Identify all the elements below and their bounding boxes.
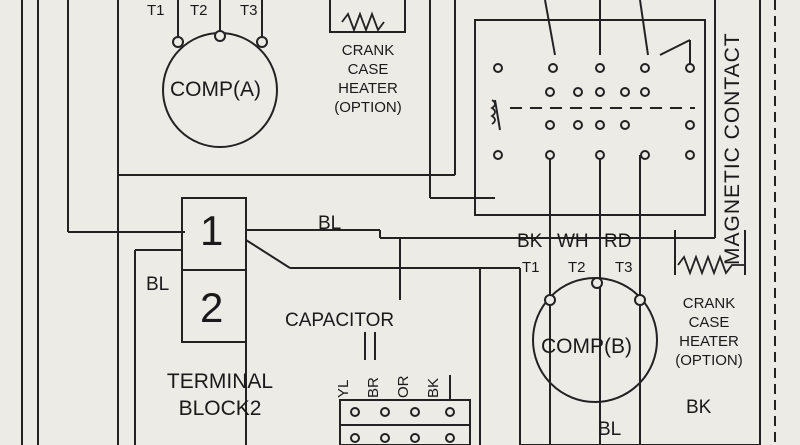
capacitor-wire-br: BR xyxy=(365,377,382,398)
heater-bottom-resistor-icon xyxy=(677,254,745,276)
contact-1f xyxy=(493,150,503,160)
contact-5d xyxy=(685,120,695,130)
contact-3b xyxy=(595,87,605,97)
cap-terminal-5 xyxy=(350,433,360,443)
comp-a-terminal-label-t3: T3 xyxy=(240,2,258,19)
heater-bottom-line-3: HEATER xyxy=(679,333,739,350)
heater-bottom-text: CRANK CASE HEATER (OPTION) xyxy=(668,294,750,370)
comp-a-terminal-label-t1: T1 xyxy=(147,2,165,19)
contact-4f xyxy=(640,150,650,160)
capacitor-label: CAPACITOR xyxy=(285,310,395,331)
comp-b-wire-color-bk: BK xyxy=(517,231,543,252)
capacitor-terminal-box xyxy=(339,399,471,445)
comp-b-terminal-label-t1: T1 xyxy=(522,259,540,276)
heater-bottom-line-4: (OPTION) xyxy=(675,352,743,369)
comp-b-terminal-label-t2: T2 xyxy=(568,259,586,276)
cap-terminal-7 xyxy=(410,433,420,443)
contact-2c xyxy=(573,87,583,97)
cap-terminal-2 xyxy=(380,407,390,417)
heater-top-box xyxy=(329,0,406,33)
contactor-line-3 xyxy=(639,0,649,56)
comp-a-terminal-t1 xyxy=(172,36,184,48)
heater-top-resistor-icon xyxy=(341,11,385,33)
cap-terminal-8 xyxy=(445,433,455,443)
contact-2b xyxy=(545,87,555,97)
contact-4a xyxy=(640,63,650,73)
heater-bottom-line-2: CASE xyxy=(688,314,730,331)
comp-b-wire-color-wh: WH xyxy=(557,231,589,252)
comp-b-terminal-label-t3: T3 xyxy=(615,259,633,276)
contact-5f xyxy=(685,150,695,160)
contactor-line-4 xyxy=(659,39,691,56)
wire-label-bl-right: BL xyxy=(318,213,342,234)
cap-terminal-6 xyxy=(380,433,390,443)
contact-2a xyxy=(548,63,558,73)
comp-b-wire-color-rd: RD xyxy=(604,231,632,252)
magnetic-contact-label: MAGNETIC CONTACT xyxy=(721,32,744,265)
contact-5a xyxy=(685,63,695,73)
cap-terminal-3 xyxy=(410,407,420,417)
contact-2e xyxy=(573,120,583,130)
comp-a-terminal-label-t2: T2 xyxy=(190,2,208,19)
terminal-block-title-line-2: BLOCK2 xyxy=(178,397,262,420)
comp-b-terminal-t2 xyxy=(591,277,603,289)
heater-top-line-4: (OPTION) xyxy=(334,99,402,116)
contact-3a xyxy=(595,63,605,73)
comp-b-terminal-t1 xyxy=(544,294,556,306)
heater-top-text: CRANK CASE HEATER (OPTION) xyxy=(328,41,408,117)
comp-a-terminal-t2 xyxy=(214,30,226,42)
capacitor-wire-or: OR xyxy=(395,375,412,399)
wire-label-bl-left: BL xyxy=(146,274,170,295)
contactor-coil-icon xyxy=(490,99,496,125)
wire-label-bk-bottom: BK xyxy=(686,397,712,418)
comp-a-label: COMP(A) xyxy=(170,78,261,101)
heater-top-line-1: CRANK xyxy=(341,42,395,59)
contactor-line-1 xyxy=(544,0,556,56)
contact-2f xyxy=(545,150,555,160)
contactor-box xyxy=(474,19,706,216)
capacitor-wire-yl: YL xyxy=(335,379,352,398)
terminal-block-number-2: 2 xyxy=(200,284,224,331)
terminal-block-title-line-1: TERMINAL xyxy=(166,370,274,393)
comp-b-label: COMP(B) xyxy=(541,335,632,358)
terminal-block-title: TERMINAL BLOCK2 xyxy=(140,368,300,422)
heater-top-line-2: CASE xyxy=(347,61,389,78)
contact-3c xyxy=(620,87,630,97)
wire-label-bl-bottom: BL xyxy=(598,419,622,440)
heater-top-line-3: HEATER xyxy=(338,80,398,97)
comp-b-terminal-t3 xyxy=(634,294,646,306)
capacitor-wire-bk: BK xyxy=(425,377,442,398)
contact-1a xyxy=(493,63,503,73)
contactor-coil xyxy=(494,99,501,131)
contact-2d xyxy=(545,120,555,130)
wire-tb-diag xyxy=(245,239,291,269)
contact-3d xyxy=(595,120,605,130)
contact-4b xyxy=(640,87,650,97)
cap-terminal-1 xyxy=(350,407,360,417)
comp-a-terminal-t3 xyxy=(256,36,268,48)
terminal-block-number-1: 1 xyxy=(200,207,224,254)
contact-3f xyxy=(595,150,605,160)
cap-terminal-4 xyxy=(445,407,455,417)
contact-3e xyxy=(620,120,630,130)
heater-bottom-line-1: CRANK xyxy=(682,295,736,312)
